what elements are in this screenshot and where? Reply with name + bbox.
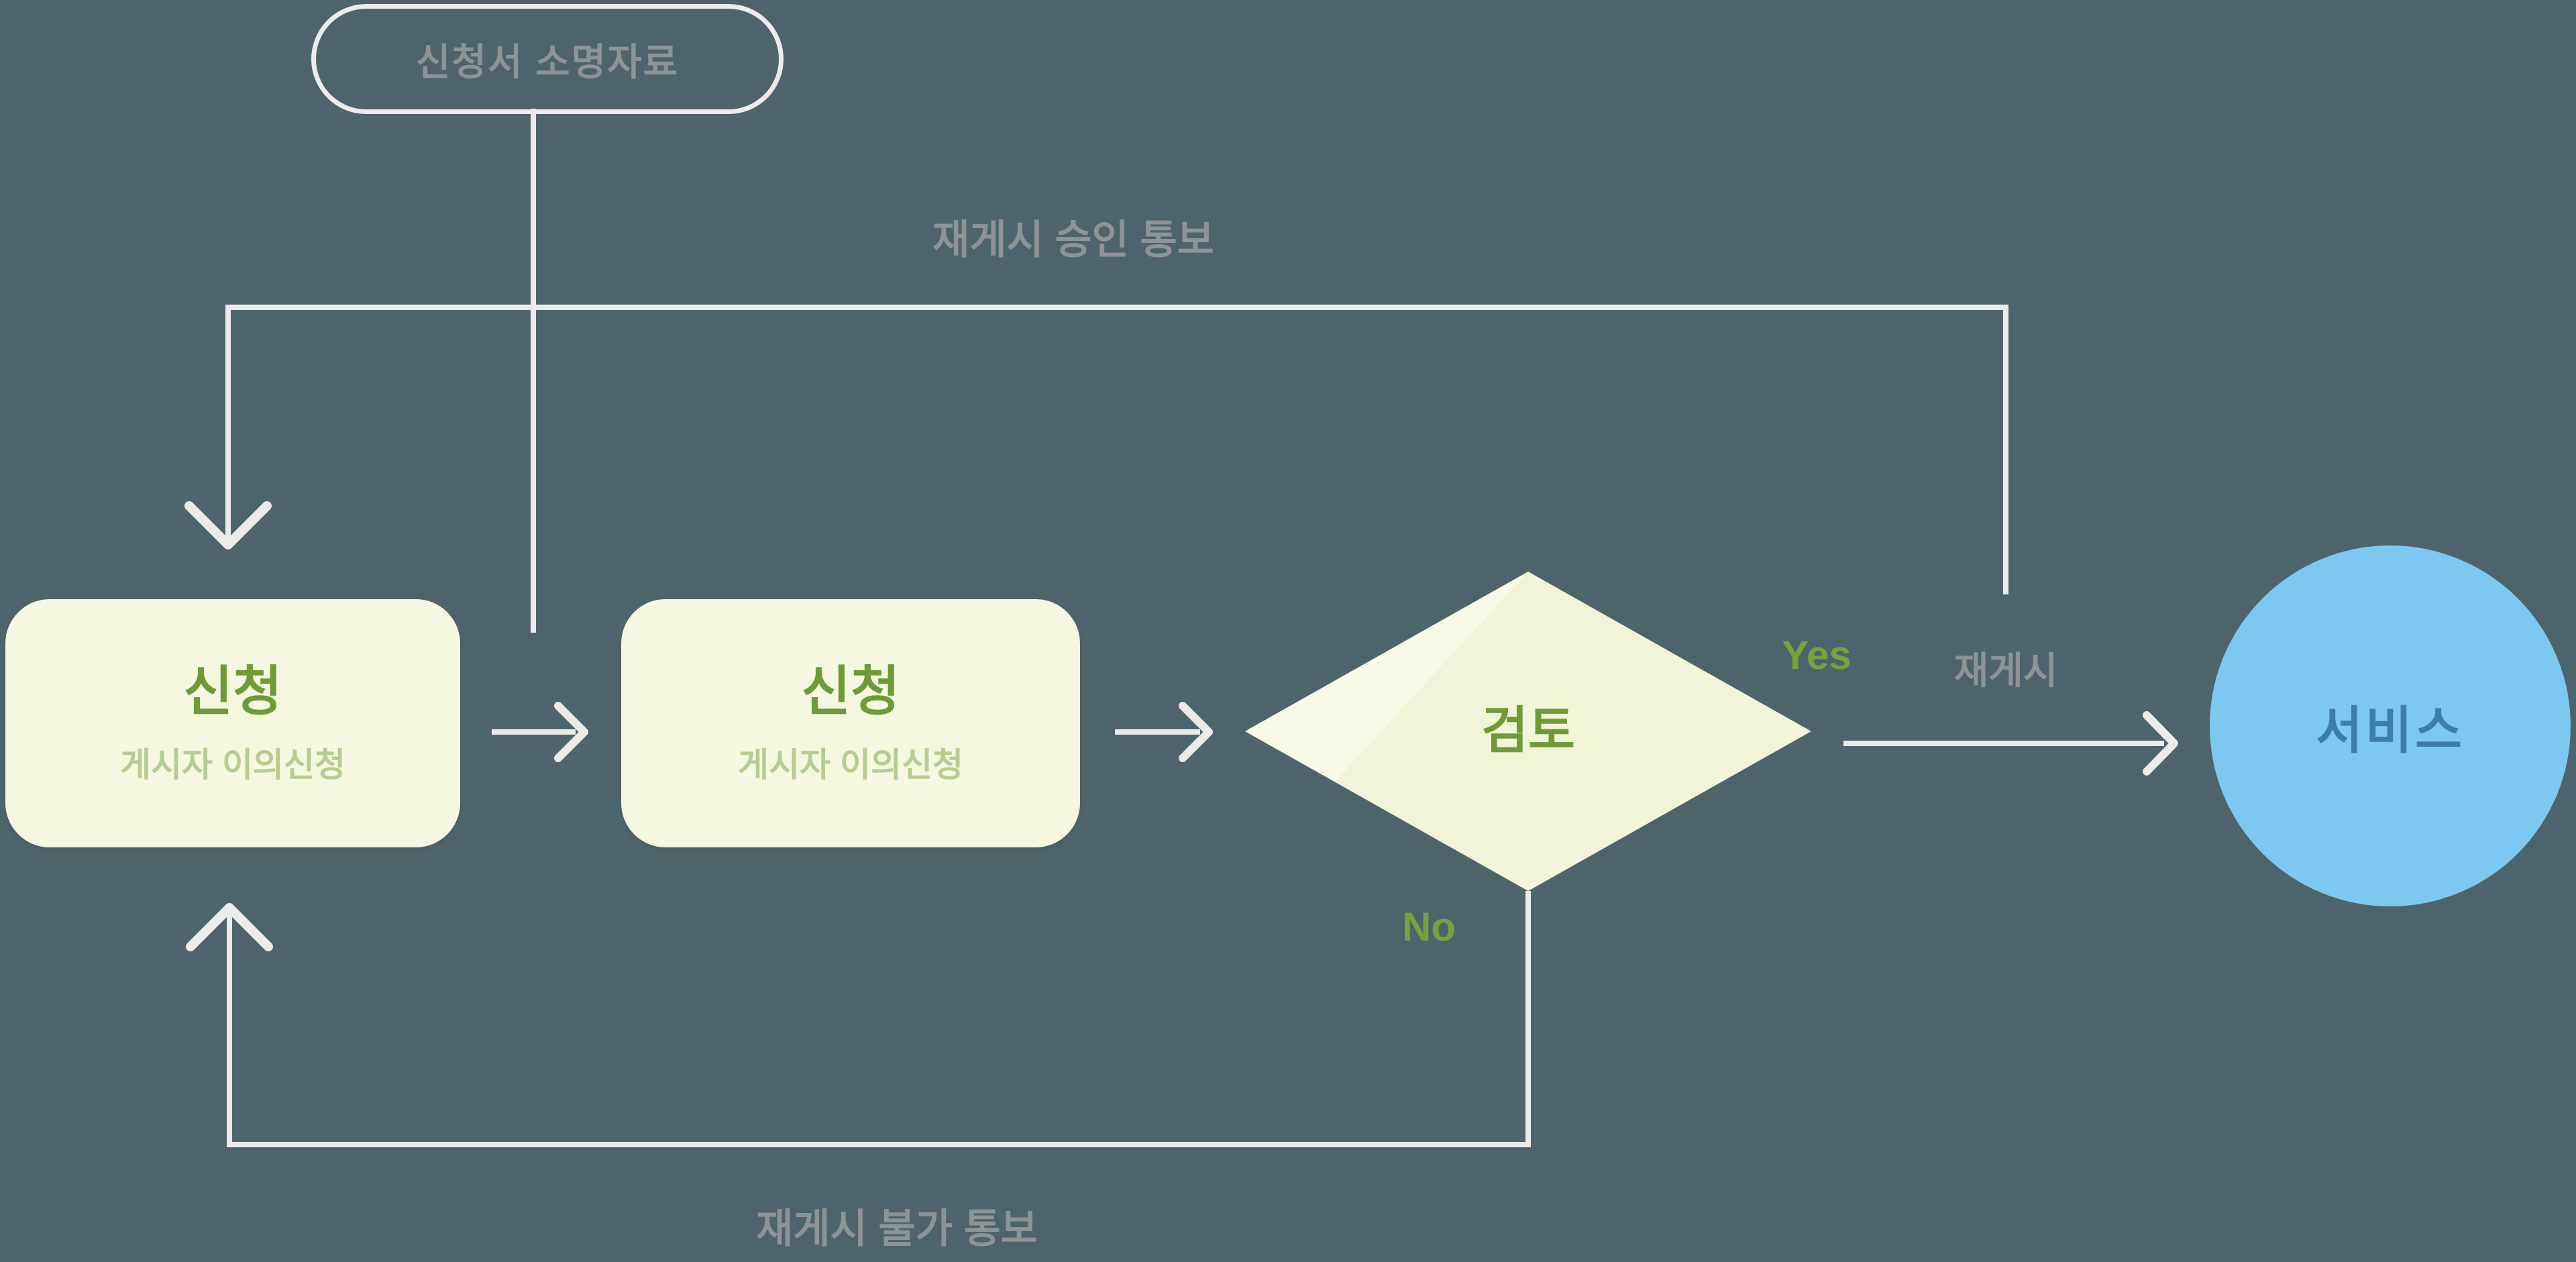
- no-branch-label: No: [1402, 904, 1456, 949]
- apply-box-2-subtitle: 게시자 이의신청: [738, 746, 963, 784]
- repost-label: 재게시: [1953, 649, 2058, 692]
- source-terminator: 신청서 소명자료: [311, 4, 784, 114]
- service-label: 서비스: [2316, 702, 2465, 759]
- deny-notice-label: 재게시 불가 통보: [756, 1206, 1038, 1251]
- review-diamond-label: 검토: [1481, 702, 1575, 759]
- apply-box-2: 신청 게시자 이의신청: [621, 599, 1080, 847]
- service-circle: 서비스: [2210, 545, 2571, 906]
- arrowhead-up-icon: [186, 903, 273, 951]
- edge-approve-loop: [225, 305, 2008, 594]
- apply-box-2-title: 신청: [801, 662, 900, 721]
- apply-box-1-subtitle: 게시자 이의신청: [120, 746, 345, 784]
- yes-branch-label: Yes: [1782, 633, 1851, 678]
- approve-notice-label: 재게시 승인 통보: [932, 217, 1214, 262]
- arrowhead-right-icon: [554, 702, 588, 762]
- apply-box-1: 신청 게시자 이의신청: [5, 599, 460, 847]
- arrowhead-right-icon: [2143, 711, 2178, 776]
- review-diamond-highlight: [1245, 572, 1528, 782]
- edge-deny-loop: [227, 891, 1531, 1147]
- apply-box-1-title: 신청: [183, 662, 282, 721]
- arrowhead-right-icon: [1179, 702, 1213, 762]
- arrowhead-down-icon: [184, 501, 272, 549]
- source-label: 신청서 소명자료: [415, 40, 680, 83]
